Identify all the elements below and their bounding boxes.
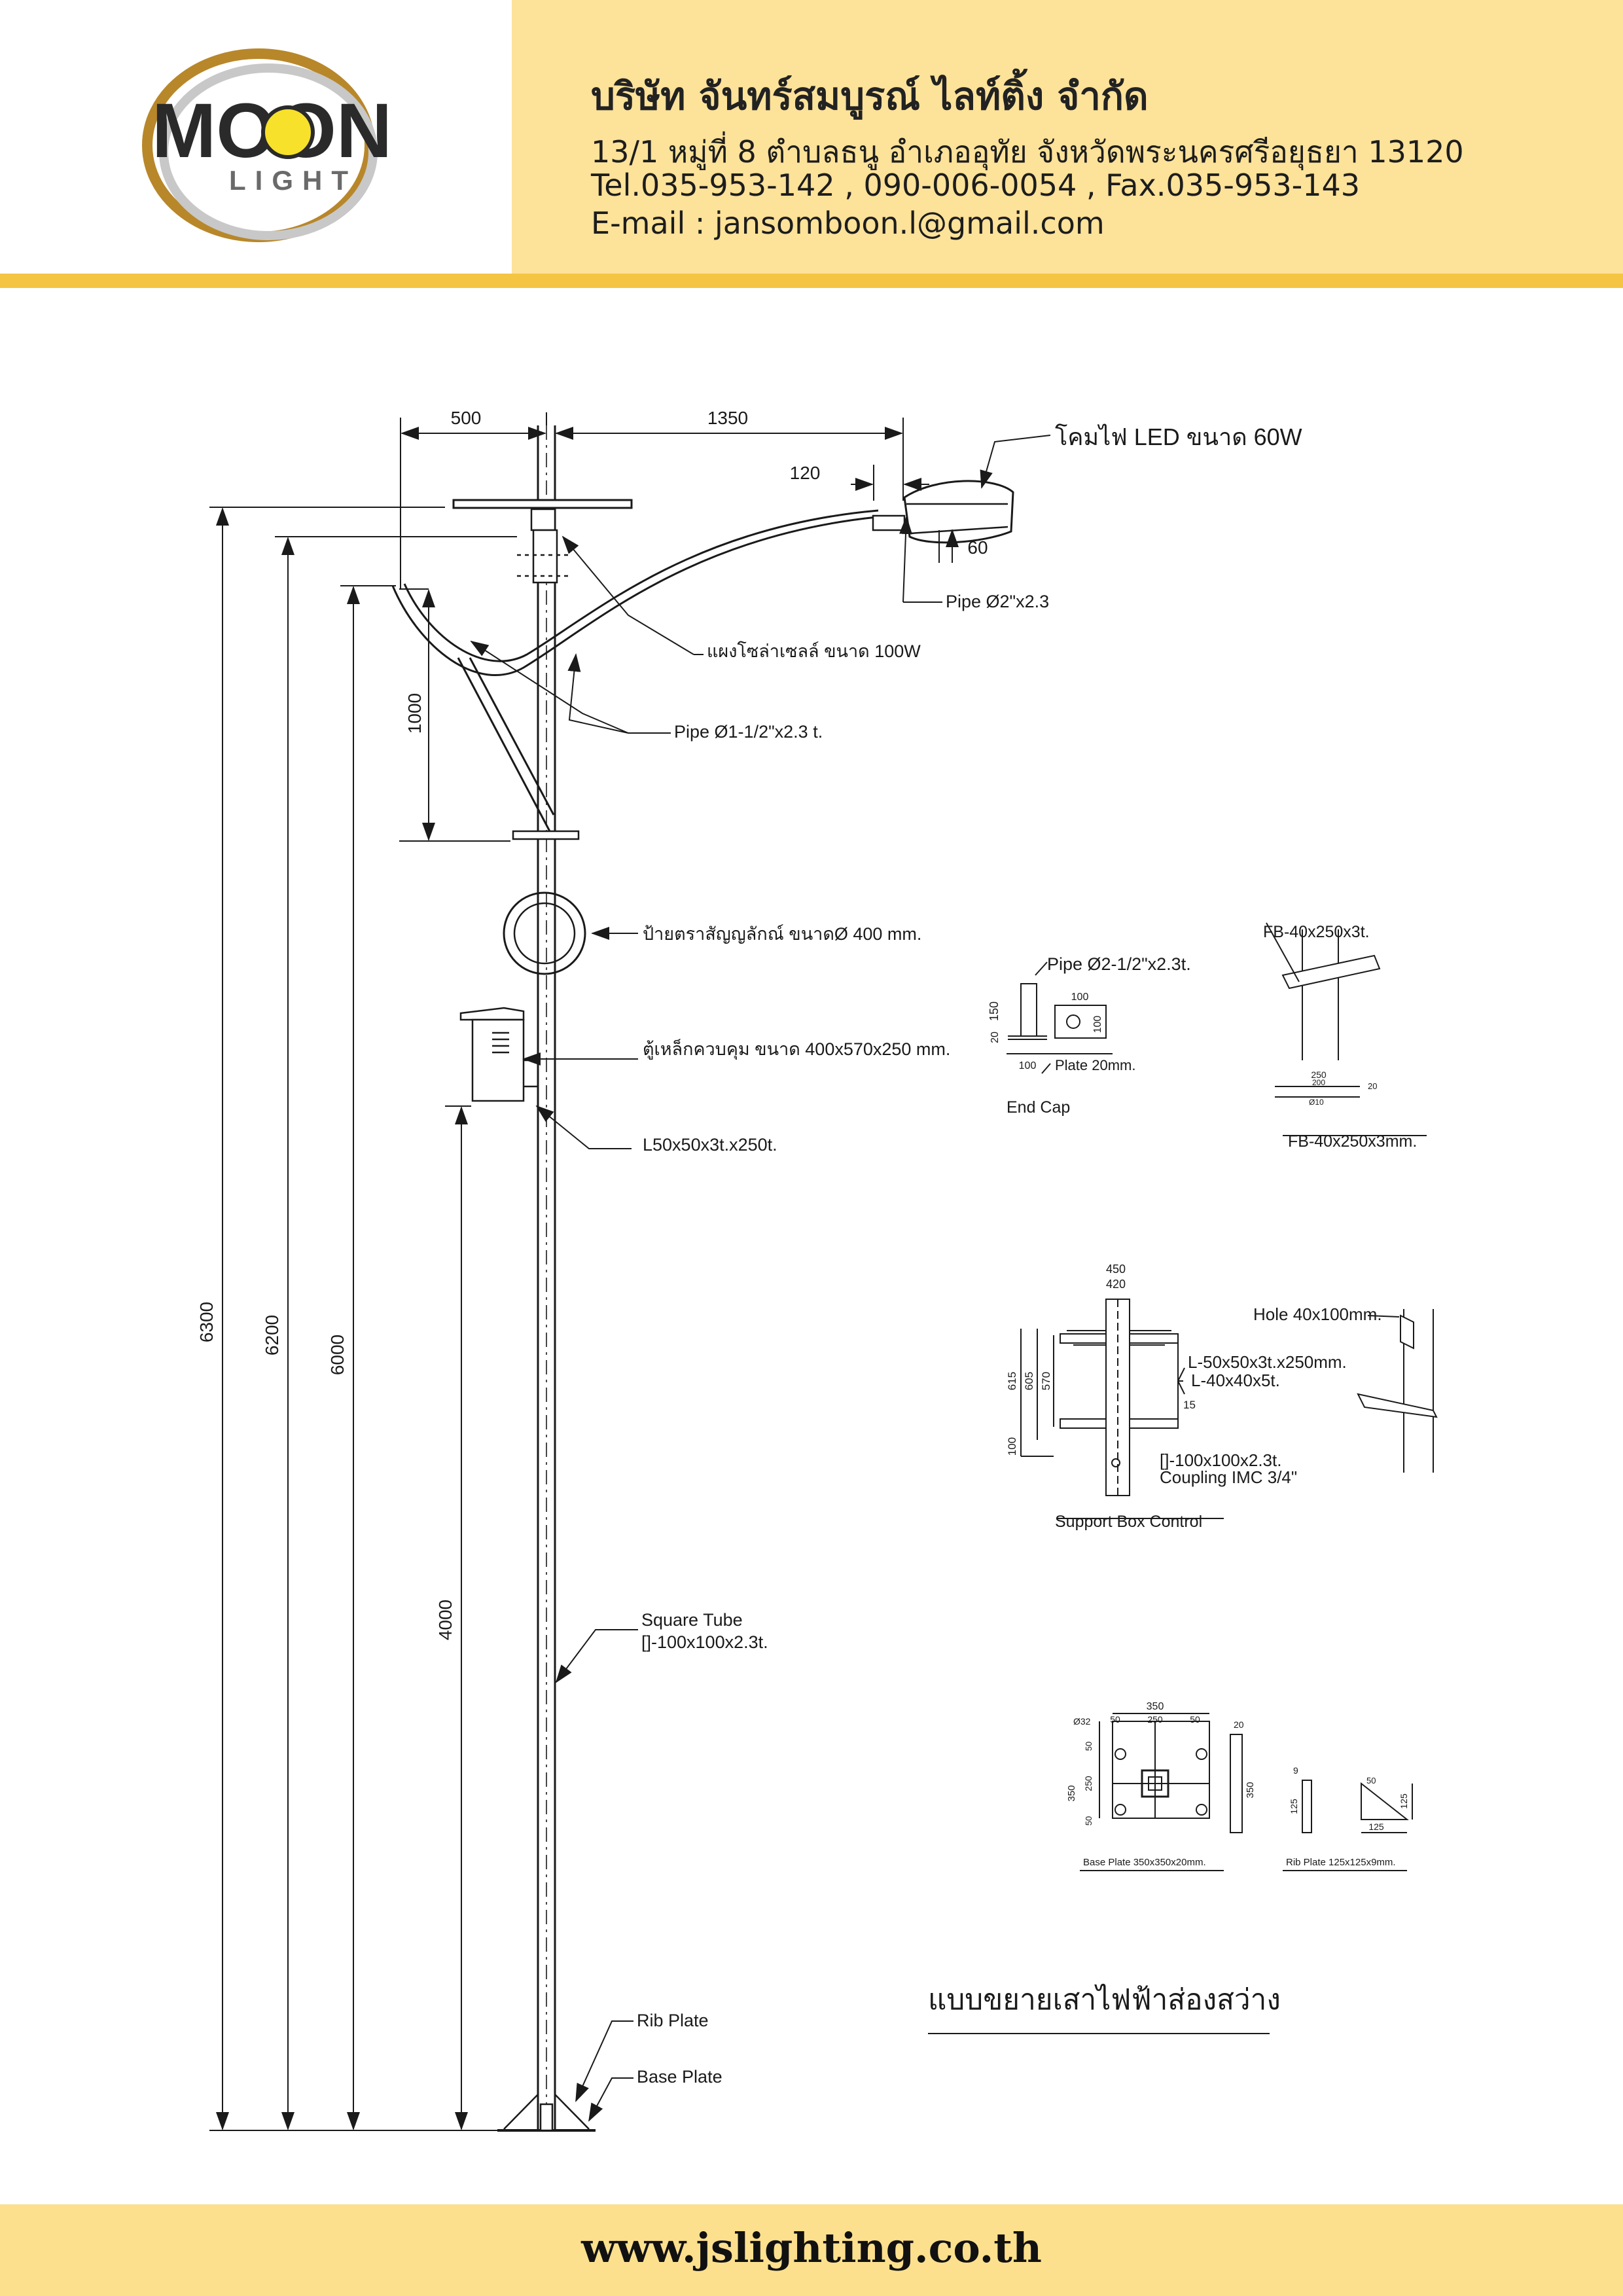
support-square-label: []-100x100x2.3t. xyxy=(1160,1450,1281,1470)
footer: www.jslighting.co.th xyxy=(0,2204,1623,2296)
dimension-lines xyxy=(209,412,959,2131)
rib-dim-50: 50 xyxy=(1366,1776,1376,1785)
moon-light-logo: MOON LIGHT xyxy=(142,48,392,242)
pole-base xyxy=(497,2092,596,2132)
support-dim-420: 420 xyxy=(1106,1278,1126,1291)
base-dim-250-top: 250 xyxy=(1147,1714,1163,1725)
rib-plate-caption: Rib Plate 125x125x9mm. xyxy=(1286,1857,1396,1868)
end-cap-pipe-label: Pipe Ø2-1/2"x2.3t. xyxy=(1047,954,1191,974)
drawing-title: แบบขยายเสาไฟฟ้าส่องสว่าง xyxy=(928,1983,1281,2016)
company-address: 13/1 หมู่ที่ 8 ตำบลธนู อำเภออุทัย จังหวั… xyxy=(591,134,1464,170)
pole-shaft xyxy=(537,425,556,2130)
logo-sign-ring xyxy=(503,891,586,975)
end-cap-detail xyxy=(1007,961,1113,1074)
support-dim-615: 615 xyxy=(1006,1372,1018,1390)
rib-dim-125-thick: 125 xyxy=(1289,1799,1299,1814)
lamp-arm xyxy=(391,509,906,832)
callout-lamp: โคมไฟ LED ขนาด 60W xyxy=(1055,423,1302,450)
base-dim-50-left: 50 xyxy=(1110,1714,1120,1725)
callout-pipe-1-1-2in: Pipe Ø1-1/2"x2.3 t. xyxy=(674,722,823,742)
end-cap-dim-100-top: 100 xyxy=(1071,992,1089,1003)
base-dim-50-right: 50 xyxy=(1190,1714,1200,1725)
base-plate-detail xyxy=(1080,1713,1243,1871)
callout-logo-sign: ป้ายตราสัญญลักณ์ ขนาดØ 400 mm. xyxy=(643,924,921,944)
led-lamp-head xyxy=(903,480,1014,544)
website-url[interactable]: www.jslighting.co.th xyxy=(581,2224,1042,2272)
logo-panel: MOON LIGHT xyxy=(0,0,512,274)
dim-6000: 6000 xyxy=(327,1335,348,1375)
base-dim-250-side: 250 xyxy=(1083,1776,1094,1791)
dim-1350: 1350 xyxy=(707,408,748,428)
fb-dim-hole: Ø10 xyxy=(1309,1098,1324,1107)
rib-dim-125-base: 125 xyxy=(1368,1821,1384,1832)
callout-square-tube-size: []-100x100x2.3t. xyxy=(641,1632,768,1652)
fb-dim-250: 250 xyxy=(1311,1069,1327,1080)
end-cap-dim-100-bottom: 100 xyxy=(1019,1060,1037,1071)
support-hole-label: Hole 40x100mm. xyxy=(1253,1304,1382,1324)
support-dim-450: 450 xyxy=(1106,1263,1126,1276)
fb-dim-20: 20 xyxy=(1368,1081,1377,1091)
dim-6200: 6200 xyxy=(262,1315,282,1355)
solar-panel xyxy=(452,499,633,584)
support-dim-100: 100 xyxy=(1006,1437,1018,1456)
end-cap-dim-20: 20 xyxy=(990,1031,1001,1043)
base-dim-50-upper: 50 xyxy=(1084,1742,1094,1751)
rib-dim-125-height: 125 xyxy=(1399,1793,1409,1809)
header: MOON LIGHT บริษัท จันทร์สมบูรณ์ ไลท์ติ้ง… xyxy=(0,0,1623,288)
callout-angle: L50x50x3t.x250t. xyxy=(643,1135,777,1155)
dim-1000: 1000 xyxy=(404,693,425,734)
end-cap-dim-100-side: 100 xyxy=(1092,1016,1103,1033)
support-l50-label: L-50x50x3t.x250mm. xyxy=(1188,1352,1347,1372)
callout-control-box: ตู้เหล็กควบคุม ขนาด 400x570x250 mm. xyxy=(643,1037,950,1060)
support-dim-570: 570 xyxy=(1040,1372,1052,1390)
base-dim-350-right: 350 xyxy=(1245,1782,1256,1798)
end-cap-plate-label: Plate 20mm. xyxy=(1055,1057,1136,1073)
end-cap-dim-150: 150 xyxy=(988,1001,1001,1021)
fb-detail xyxy=(1266,922,1427,1136)
company-name: บริษัท จันทร์สมบูรณ์ ไลท์ติ้ง จำกัด xyxy=(591,74,1149,118)
dim-60: 60 xyxy=(967,537,988,558)
dim-500: 500 xyxy=(451,408,482,428)
company-info-panel xyxy=(512,0,1623,274)
base-dim-hole: Ø32 xyxy=(1073,1716,1091,1727)
company-email: E-mail : jansomboon.l@gmail.com xyxy=(591,206,1105,241)
callout-square-tube: Square Tube xyxy=(641,1610,743,1630)
leader-lines xyxy=(470,435,1051,2122)
callout-solar-panel: แผงโซล่าเซลล์ ขนาด 100W xyxy=(707,641,921,661)
dim-4000: 4000 xyxy=(435,1600,455,1640)
logo-word-bottom: LIGHT xyxy=(229,165,357,196)
support-caption: Support Box Control xyxy=(1055,1513,1202,1531)
end-cap-caption: End Cap xyxy=(1007,1098,1070,1117)
support-coupling-label: Coupling IMC 3/4" xyxy=(1160,1467,1297,1487)
pole-drawing: 500 1350 120 60 1000 6300 6200 6000 4000… xyxy=(196,408,1438,2132)
base-dim-20: 20 xyxy=(1234,1719,1244,1730)
fb-dim-200: 200 xyxy=(1312,1078,1325,1087)
base-dim-50-lower: 50 xyxy=(1084,1816,1094,1825)
rib-plate-detail xyxy=(1283,1780,1413,1871)
control-box xyxy=(459,1007,538,1102)
base-dim-350-side: 350 xyxy=(1066,1785,1077,1801)
support-dim-15: 15 xyxy=(1183,1399,1196,1411)
support-dim-605: 605 xyxy=(1023,1372,1035,1390)
callout-rib-plate: Rib Plate xyxy=(637,2011,709,2030)
arm-bracket xyxy=(512,830,580,840)
rib-dim-9: 9 xyxy=(1293,1765,1298,1776)
support-box-detail xyxy=(1020,1299,1438,1519)
dim-6300: 6300 xyxy=(196,1302,217,1342)
base-plate-caption: Base Plate 350x350x20mm. xyxy=(1083,1857,1206,1868)
callout-pipe-2in: Pipe Ø2"x2.3 xyxy=(946,592,1049,611)
dim-120: 120 xyxy=(790,463,821,483)
callout-base-plate: Base Plate xyxy=(637,2067,722,2087)
header-divider xyxy=(0,274,1623,288)
fb-label-top: FB-40x250x3t. xyxy=(1263,923,1370,941)
base-dim-350-top: 350 xyxy=(1147,1701,1164,1712)
fb-caption: FB-40x250x3mm. xyxy=(1288,1132,1417,1151)
support-l40-label: L-40x40x5t. xyxy=(1191,1371,1280,1390)
company-phone: Tel.035-953-142 , 090-006-0054 , Fax.035… xyxy=(591,168,1361,203)
